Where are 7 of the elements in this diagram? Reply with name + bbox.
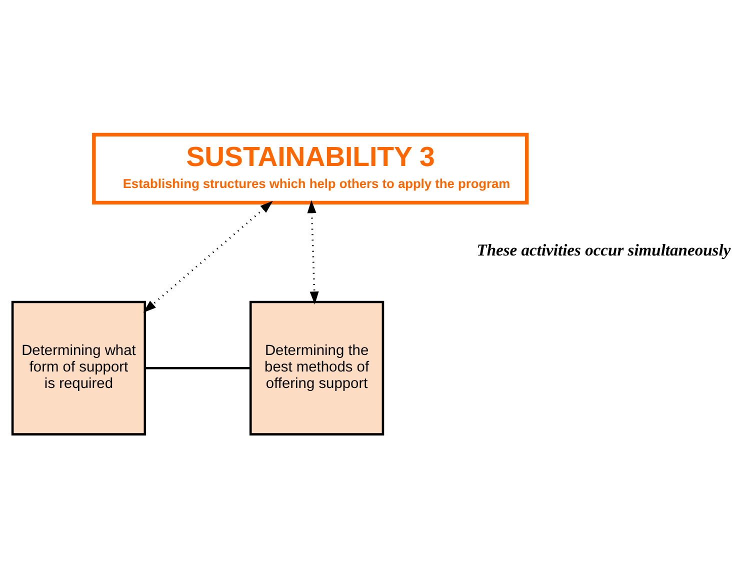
connector	[144, 367, 250, 370]
node-box: Determining what form of support is required	[11, 300, 146, 436]
node-box: SUSTAINABILITY 3 Establishing structures which help others to apply the program	[92, 132, 529, 205]
arrow	[143, 200, 273, 313]
arrow	[307, 200, 319, 304]
node-box: Determining the best methods of offering support	[249, 300, 384, 436]
label: These activities occur simultaneously	[476, 240, 731, 260]
